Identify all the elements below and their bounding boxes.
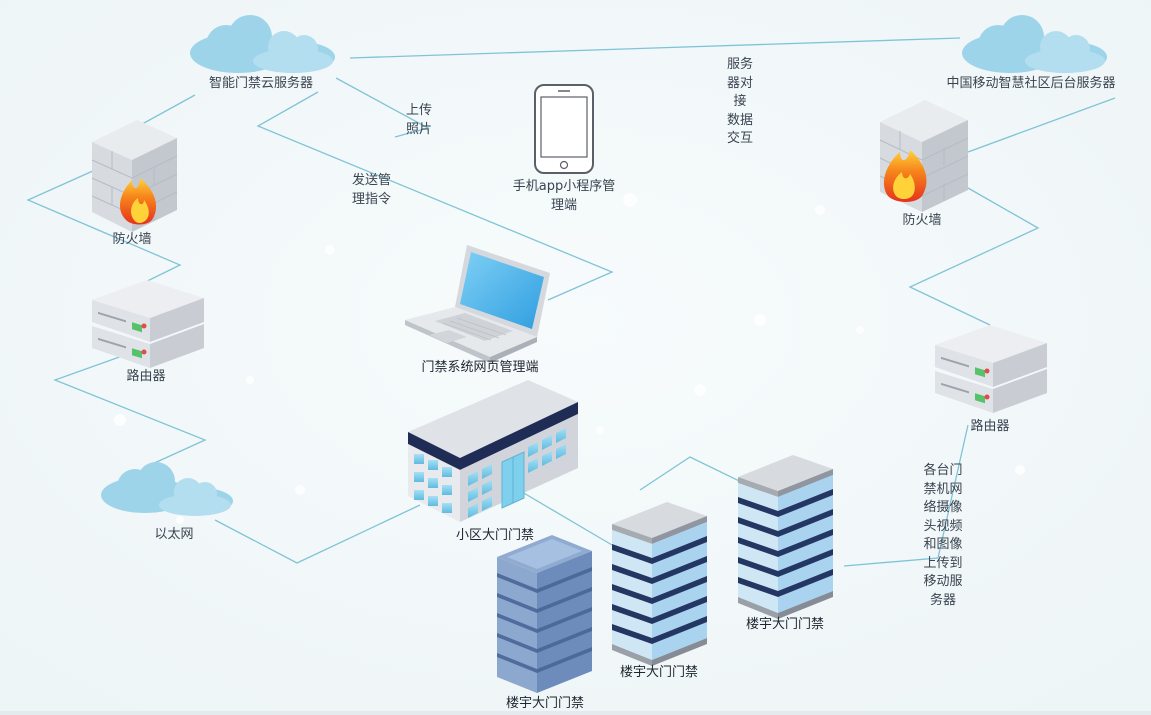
office-tower-icon [738, 455, 833, 619]
laptop-icon [405, 245, 550, 363]
cloud-icon [101, 462, 233, 516]
ethernet-label: 以太网 [154, 527, 194, 542]
cloud-icon [962, 15, 1107, 73]
office-tower-icon [497, 535, 592, 693]
router-right-label: 路由器 [970, 419, 1010, 434]
bottom-border [0, 711, 1151, 715]
smartphone-icon [534, 84, 594, 174]
office-tower-icon [612, 502, 707, 666]
firewall-icon [879, 100, 969, 212]
line-ethernet-to-community [214, 504, 421, 564]
line-router-right-to-building [843, 424, 969, 567]
building-gate-3-label: 楼宇大门门禁 [745, 617, 824, 632]
background-dots [114, 193, 1025, 524]
line-cloud-to-mobile-server [349, 37, 961, 59]
router-icon [935, 325, 1047, 413]
firewall-right-label: 防火墙 [902, 213, 942, 228]
camera-upload-label: 各台门 禁机网 络摄像 头视频 和图像 上传到 移动服 务器 [923, 463, 963, 608]
line-community-to-building-2 [521, 491, 613, 546]
mobile-server-label: 中国移动智慧社区后台服务器 [946, 76, 1116, 91]
send-command-label: 发送管 理指令 [352, 173, 392, 207]
cloud-server-label: 智能门禁云服务器 [208, 76, 313, 91]
cloud-icon [190, 15, 335, 73]
line-cloud-to-laptop [256, 91, 614, 301]
line-firewall-left-to-router-left [26, 169, 182, 293]
firewall-icon [91, 120, 178, 232]
line-router-left-to-ethernet [53, 354, 207, 466]
firewall-left-label: 防火墙 [112, 232, 152, 247]
community-building-icon [408, 380, 578, 522]
line-cloud-to-firewall-left [134, 94, 196, 129]
server-interaction-label: 服务 器对 接 数据 交互 [726, 57, 753, 146]
connection-lines [26, 37, 1116, 567]
router-icon [92, 280, 204, 368]
laptop-label: 门禁系统网页管理端 [421, 360, 539, 375]
line-cloud-to-phone [335, 77, 430, 138]
line-firewall-right-to-router-right [908, 187, 1040, 326]
building-gate-2-label: 楼宇大门门禁 [619, 665, 698, 680]
router-left-label: 路由器 [126, 369, 166, 384]
community-gate-label: 小区大门门禁 [455, 528, 534, 543]
phone-label: 手机app小程序管 理端 [512, 179, 616, 213]
line-mobile-server-to-firewall-right [967, 97, 1116, 153]
upload-photo-label: 上传 照片 [405, 103, 432, 137]
building-gate-1-label: 楼宇大门门禁 [505, 696, 584, 711]
